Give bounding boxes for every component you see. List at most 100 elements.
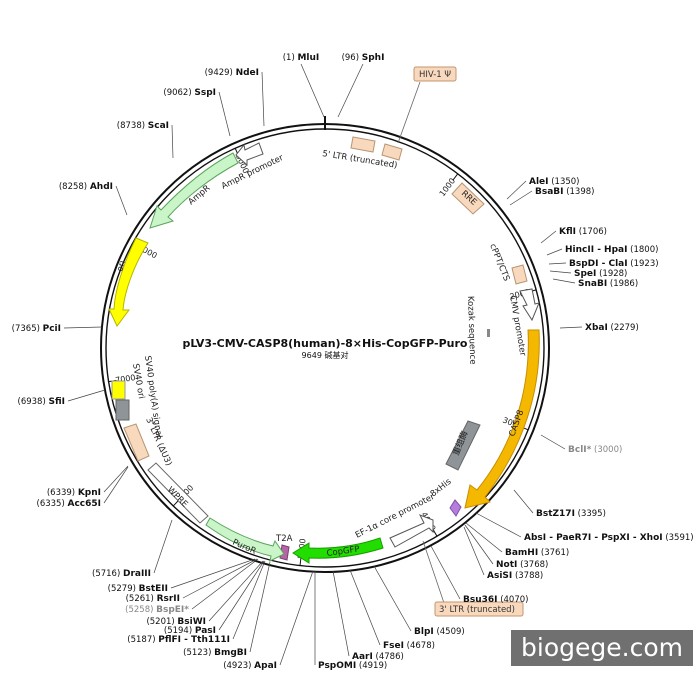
site-leader bbox=[218, 91, 231, 137]
restriction-site-label: (5261) RsrII bbox=[126, 594, 180, 604]
site-leader bbox=[191, 558, 259, 610]
site-leader bbox=[540, 230, 557, 244]
site-leader bbox=[465, 522, 503, 553]
site-enzyme-name: BsaBI bbox=[535, 187, 564, 197]
3ltr-truncated-box bbox=[434, 601, 524, 617]
restriction-site-label: AbsI - PaeR7I - PspXI - XhoI (3591) bbox=[524, 533, 694, 543]
site-enzyme-name: BspDI - ClaI bbox=[569, 259, 628, 269]
site-position: (1928) bbox=[599, 269, 627, 279]
restriction-site-label: (8738) ScaI bbox=[117, 121, 169, 131]
ori-label: ori bbox=[115, 259, 128, 272]
site-leader bbox=[261, 71, 265, 127]
site-position: (1706) bbox=[579, 227, 607, 237]
kozak-mark bbox=[487, 329, 490, 337]
watermark: biogege.com bbox=[511, 630, 693, 666]
site-leader bbox=[552, 278, 576, 284]
site-enzyme-name: Acc65I bbox=[67, 499, 101, 509]
cmv-label: CMV promoter bbox=[507, 295, 528, 358]
scale-tick bbox=[452, 173, 459, 181]
site-position: (5123) bbox=[183, 648, 211, 658]
restriction-site-label: FseI (4678) bbox=[383, 641, 435, 651]
site-leader bbox=[349, 569, 381, 646]
site-enzyme-name: BsiWI bbox=[177, 617, 206, 627]
restriction-site-label: (6335) Acc65I bbox=[37, 499, 101, 509]
feature-rre: RRE bbox=[451, 182, 485, 215]
restriction-site-label: (4923) ApaI bbox=[223, 661, 277, 671]
site-leader bbox=[103, 466, 129, 504]
site-enzyme-name: BstEII bbox=[139, 584, 168, 594]
restriction-site-label: (6938) SfiI bbox=[18, 397, 65, 407]
site-position: (4070) bbox=[500, 595, 528, 605]
site-position: (4919) bbox=[359, 661, 387, 671]
sv40-polya-block bbox=[111, 380, 126, 400]
site-position: (2279) bbox=[611, 323, 639, 333]
site-enzyme-name: KpnI bbox=[78, 488, 101, 498]
plasmid-name: pLV3-CMV-CASP8(human)-8×His-CopGFP-Puro bbox=[183, 337, 468, 350]
site-position: (3768) bbox=[520, 560, 548, 570]
site-position: (4678) bbox=[407, 641, 435, 651]
feature-5ltr-truncated: 5' LTR (truncated) bbox=[322, 136, 403, 171]
hiv1-psi-box bbox=[413, 66, 457, 82]
t2a-label: T2A bbox=[275, 534, 293, 544]
restriction-site-label: (5123) BmgBI bbox=[183, 648, 247, 658]
site-leader bbox=[475, 512, 522, 538]
site-leader bbox=[540, 434, 566, 450]
site-leader bbox=[463, 526, 485, 576]
site-position: (5187) bbox=[127, 635, 155, 645]
restriction-site-label: AarI (4786) bbox=[352, 652, 404, 662]
site-enzyme-name: BlpI bbox=[414, 627, 434, 637]
restriction-site-label: NotI (3768) bbox=[496, 560, 548, 570]
site-enzyme-name: SfiI bbox=[48, 397, 65, 407]
site-position: (8738) bbox=[117, 121, 145, 131]
restriction-site-label: (96) SphI bbox=[342, 53, 385, 63]
site-position: (9062) bbox=[163, 88, 191, 98]
cppt-block bbox=[511, 264, 528, 285]
restriction-site-label: Bsu36I (4070) bbox=[463, 595, 528, 605]
site-leader bbox=[549, 270, 572, 274]
site-leader bbox=[208, 560, 264, 622]
feature-ef1a-core-promoter: EF-1α core promoter bbox=[354, 492, 437, 548]
site-enzyme-name: PflFI - Tth111I bbox=[158, 635, 230, 645]
restriction-site-label: HincII - HpaI (1800) bbox=[565, 245, 658, 255]
3ltr-du3-block bbox=[123, 423, 150, 462]
casp8-arrow bbox=[464, 329, 540, 509]
site-position: (5716) bbox=[92, 569, 120, 579]
site-leader bbox=[430, 545, 461, 600]
restriction-site-label: BstZ17I (3395) bbox=[536, 509, 606, 519]
restriction-site-label: BlpI (4509) bbox=[414, 627, 465, 637]
kozak-label: Kozak sequence bbox=[465, 296, 477, 365]
site-leader bbox=[332, 570, 350, 657]
site-position: (1986) bbox=[610, 279, 638, 289]
site-leader bbox=[171, 124, 174, 159]
restriction-site-label: (5201) BsiWI bbox=[146, 617, 206, 627]
site-position: (5279) bbox=[108, 584, 136, 594]
ori-arrow bbox=[108, 237, 149, 327]
site-enzyme-name: SspI bbox=[194, 88, 216, 98]
site-position: (5194) bbox=[164, 626, 192, 636]
restriction-site-label: BspDI - ClaI (1923) bbox=[569, 259, 659, 269]
site-position: (5201) bbox=[146, 617, 174, 627]
site-position: (6938) bbox=[18, 397, 46, 407]
feature-recombinase: 重组酶 bbox=[445, 420, 481, 471]
scale-tick bbox=[299, 557, 302, 566]
site-leader bbox=[513, 489, 534, 514]
site-enzyme-name: AbsI - PaeR7I - PspXI - XhoI bbox=[524, 533, 663, 543]
site-leader bbox=[506, 180, 527, 200]
site-enzyme-name: SnaBI bbox=[578, 279, 607, 289]
feature-copgfp: CopGFP bbox=[292, 537, 384, 564]
site-enzyme-name: KflI bbox=[559, 227, 576, 237]
restriction-site-label: (9429) NdeI bbox=[205, 68, 259, 78]
site-enzyme-name: PspOMI bbox=[318, 661, 356, 671]
site-leader bbox=[103, 465, 129, 493]
restriction-site-label: BsaBI (1398) bbox=[535, 187, 594, 197]
site-position: (7365) bbox=[12, 324, 40, 334]
site-enzyme-name: BclI* bbox=[568, 445, 592, 455]
cmv-arrow bbox=[519, 288, 540, 322]
restriction-site-label: (5716) DraIII bbox=[92, 569, 151, 579]
site-enzyme-name: BmgBI bbox=[214, 648, 247, 658]
site-position: (3761) bbox=[541, 548, 569, 558]
site-enzyme-name: ApaI bbox=[254, 661, 277, 671]
site-enzyme-name: BspEI* bbox=[156, 605, 189, 615]
site-leader bbox=[546, 248, 563, 256]
site-position: (1923) bbox=[630, 259, 658, 269]
